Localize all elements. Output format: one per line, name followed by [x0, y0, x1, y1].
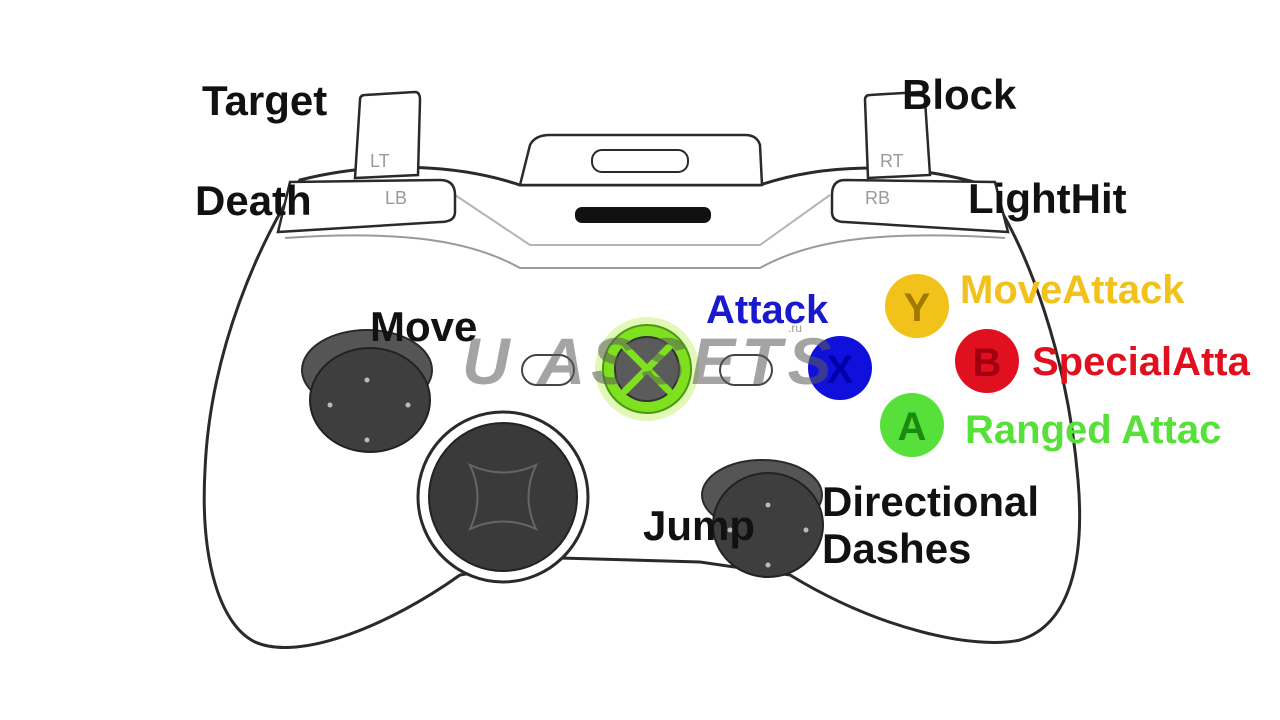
- label-ranged-attack: Ranged Attac: [965, 408, 1222, 452]
- b-button[interactable]: B: [955, 329, 1019, 393]
- rt-label: RT: [880, 151, 904, 171]
- lb-bumper[interactable]: [276, 178, 457, 234]
- right-stick-icon[interactable]: [701, 459, 824, 578]
- label-attack: Attack: [706, 288, 829, 332]
- label-jump: Jump: [643, 502, 756, 549]
- port-slot: [591, 149, 689, 173]
- svg-text:A: A: [898, 405, 927, 449]
- watermark-suffix: .ru: [788, 321, 803, 335]
- label-dashes: Dashes: [822, 525, 972, 572]
- start-button[interactable]: [719, 354, 773, 386]
- controller-bay: [454, 194, 831, 246]
- label-directional: Directional: [822, 478, 1040, 525]
- x-button[interactable]: X: [808, 336, 872, 400]
- label-death: Death: [195, 177, 312, 224]
- label-move-attack: MoveAttack: [960, 268, 1185, 312]
- watermark: U ASSETS: [462, 324, 838, 398]
- a-button[interactable]: A: [880, 393, 944, 457]
- label-special-attack: SpecialAtta: [1032, 340, 1250, 384]
- label-target: Target: [202, 77, 328, 124]
- svg-text:Y: Y: [904, 286, 931, 330]
- controller-top-curve: [284, 234, 1006, 269]
- xbox-guide-icon[interactable]: [595, 317, 699, 421]
- y-button[interactable]: Y: [885, 274, 949, 338]
- label-block: Block: [902, 71, 1017, 118]
- battery-slot: [575, 207, 711, 223]
- svg-text:B: B: [973, 341, 1002, 385]
- rb-bumper[interactable]: [830, 178, 1010, 234]
- lt-label: LT: [370, 151, 390, 171]
- left-stick-icon[interactable]: [301, 329, 433, 453]
- rb-label: RB: [865, 188, 890, 208]
- lt-trigger[interactable]: [353, 90, 422, 180]
- rt-trigger[interactable]: [863, 90, 932, 180]
- label-lighthit: LightHit: [968, 175, 1127, 222]
- back-button[interactable]: [521, 354, 575, 386]
- label-move: Move: [370, 303, 478, 350]
- dpad-icon[interactable]: [416, 410, 590, 584]
- svg-text:X: X: [827, 348, 854, 392]
- lb-label: LB: [385, 188, 407, 208]
